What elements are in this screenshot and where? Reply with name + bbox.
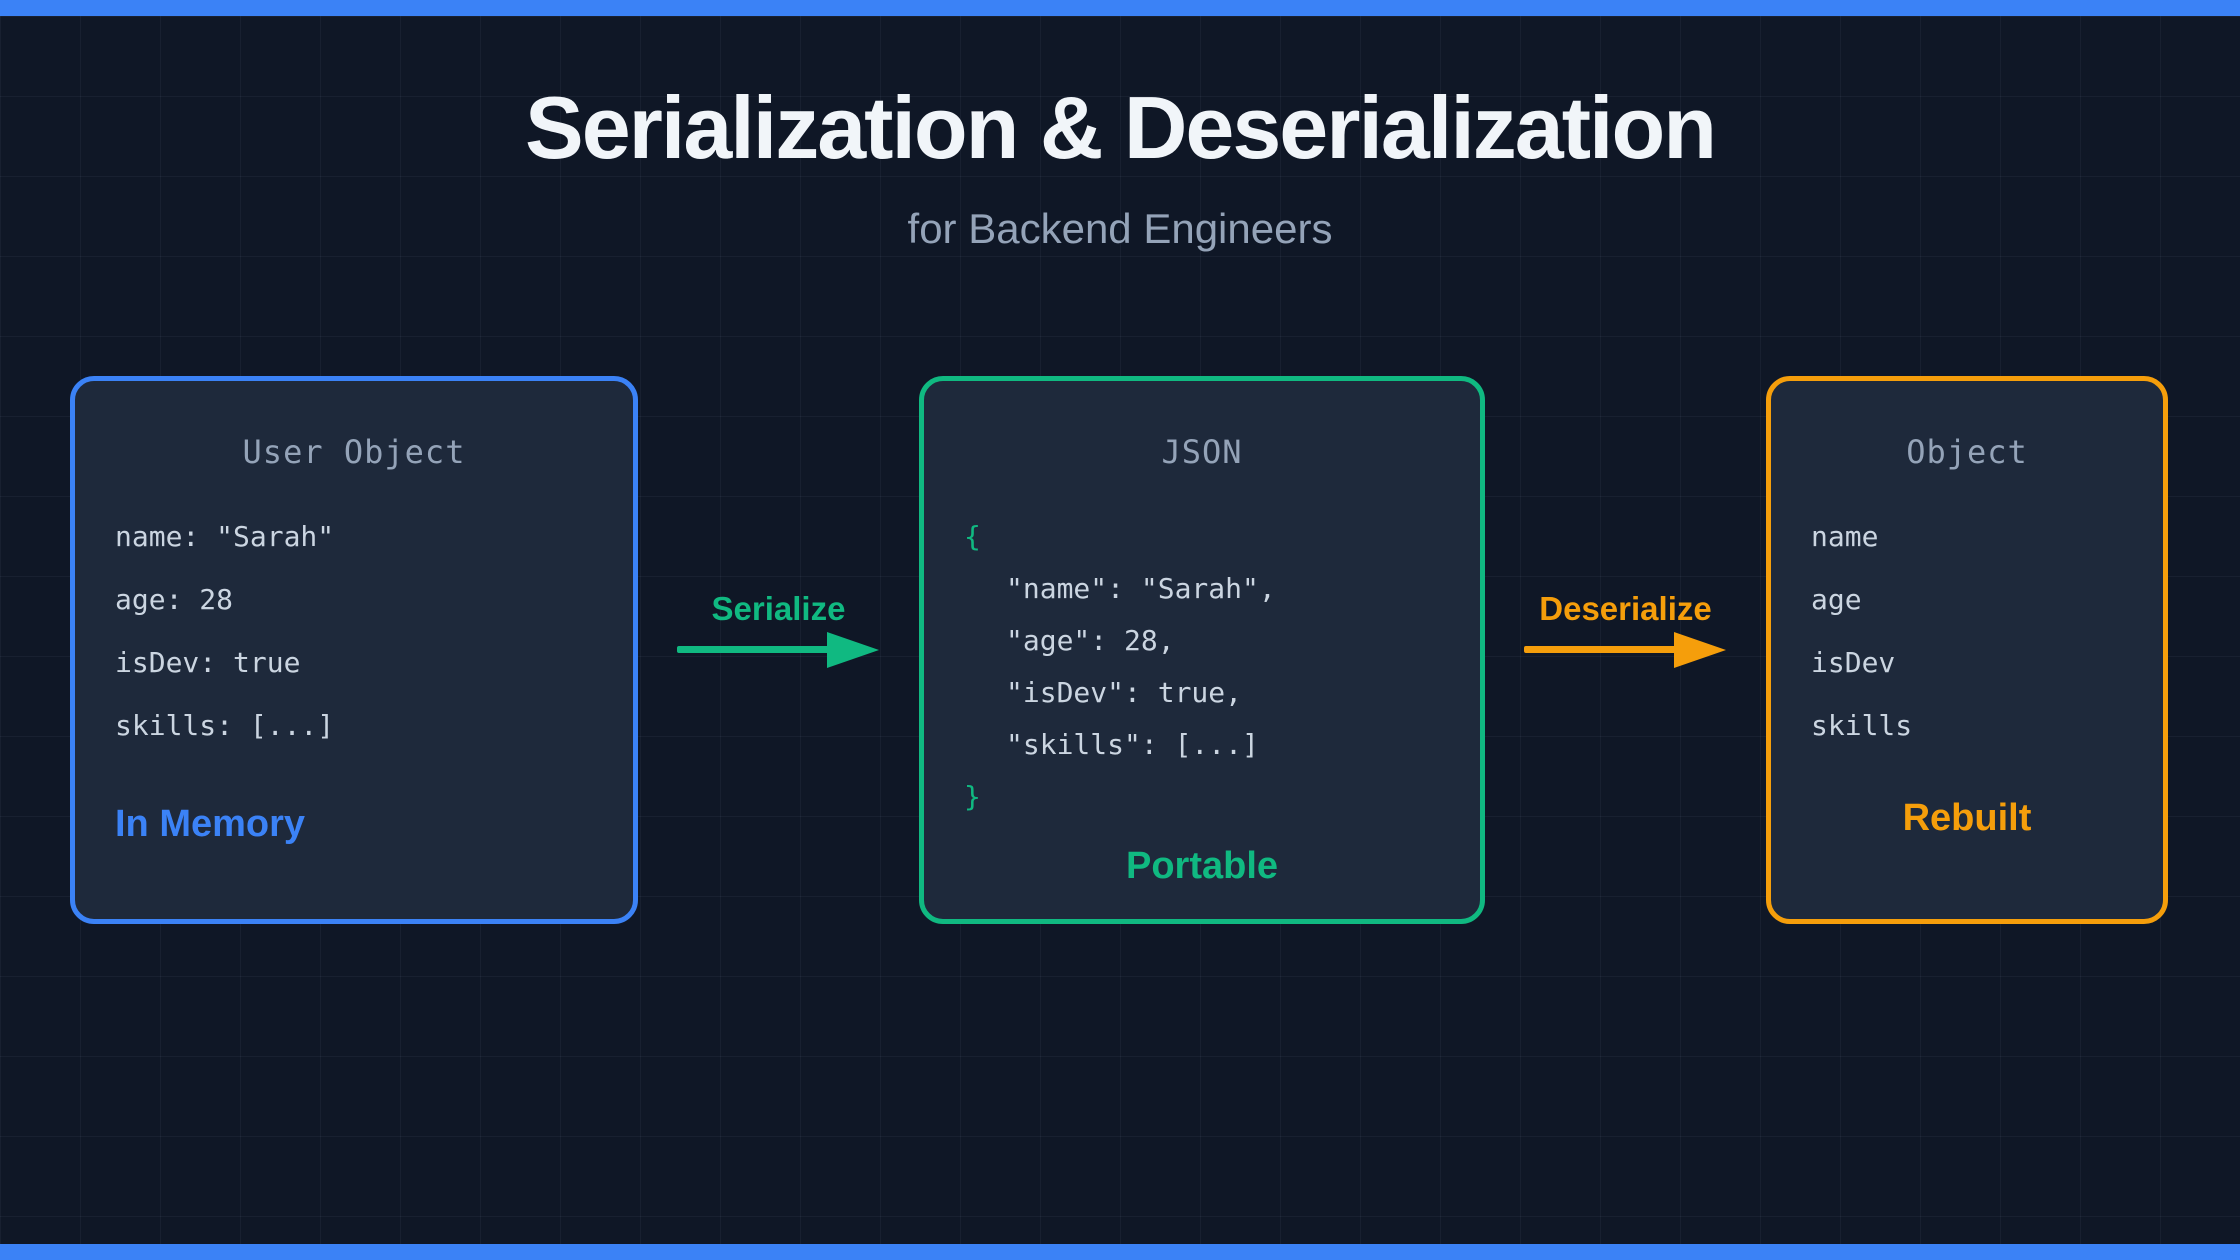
deserialize-connector: Deserialize — [1485, 376, 1766, 924]
arrow-shaft — [1524, 646, 1676, 653]
deserialize-arrow-icon — [1524, 630, 1726, 670]
portable-label: Portable — [1125, 845, 1279, 887]
deserialize-label: Deserialize — [1539, 590, 1712, 627]
page-title: Serialization & Deserialization — [525, 78, 1717, 177]
serialize-arrow-icon — [677, 630, 879, 670]
serialization-diagram: User Object name: "Sarah" age: 28 isDev:… — [70, 376, 2168, 924]
object-field-line: isDev: true — [115, 646, 301, 679]
card-rebuilt-object: Object name age isDev skills Rebuilt — [1766, 376, 2168, 924]
card-title: User Object — [242, 433, 466, 471]
rebuilt-label: Rebuilt — [1902, 797, 2032, 839]
top-accent-bar — [0, 0, 2240, 16]
json-close-brace: } — [964, 780, 981, 813]
json-code-block: { "name": "Sarah", "age": 28, "isDev": t… — [964, 511, 1460, 823]
json-open-brace: { — [964, 520, 981, 553]
card-user-object: User Object name: "Sarah" age: 28 isDev:… — [70, 376, 638, 924]
object-field-line: name — [1811, 520, 1879, 553]
json-code-line: "skills": [...] — [1006, 728, 1259, 761]
json-code-line: "name": "Sarah", — [1006, 572, 1276, 605]
json-code-line: "isDev": true, — [1006, 676, 1243, 709]
card-json: JSON { "name": "Sarah", "age": 28, "isDe… — [919, 376, 1485, 924]
card-title: JSON — [1161, 433, 1243, 471]
in-memory-label: In Memory — [115, 803, 306, 845]
object-fields: name: "Sarah" age: 28 isDev: true skills… — [115, 505, 613, 757]
serialize-connector: Serialize — [638, 376, 919, 924]
card-title: Object — [1906, 433, 2028, 471]
arrow-shaft — [677, 646, 829, 653]
object-field-line: name: "Sarah" — [115, 520, 335, 553]
object-field-line: age — [1811, 583, 1862, 616]
arrow-head — [827, 632, 879, 668]
object-field-line: skills: [...] — [115, 709, 335, 742]
object-field-line: age: 28 — [115, 583, 234, 616]
object-field-line: skills — [1811, 709, 1913, 742]
page-subtitle: for Backend Engineers — [907, 205, 1333, 252]
arrow-head — [1674, 632, 1726, 668]
bottom-accent-bar — [0, 1244, 2240, 1260]
serialize-label: Serialize — [711, 590, 846, 627]
json-code-line: "age": 28, — [1006, 624, 1175, 657]
object-field-line: isDev — [1811, 646, 1896, 679]
object-fields: name age isDev skills — [1811, 505, 2143, 757]
